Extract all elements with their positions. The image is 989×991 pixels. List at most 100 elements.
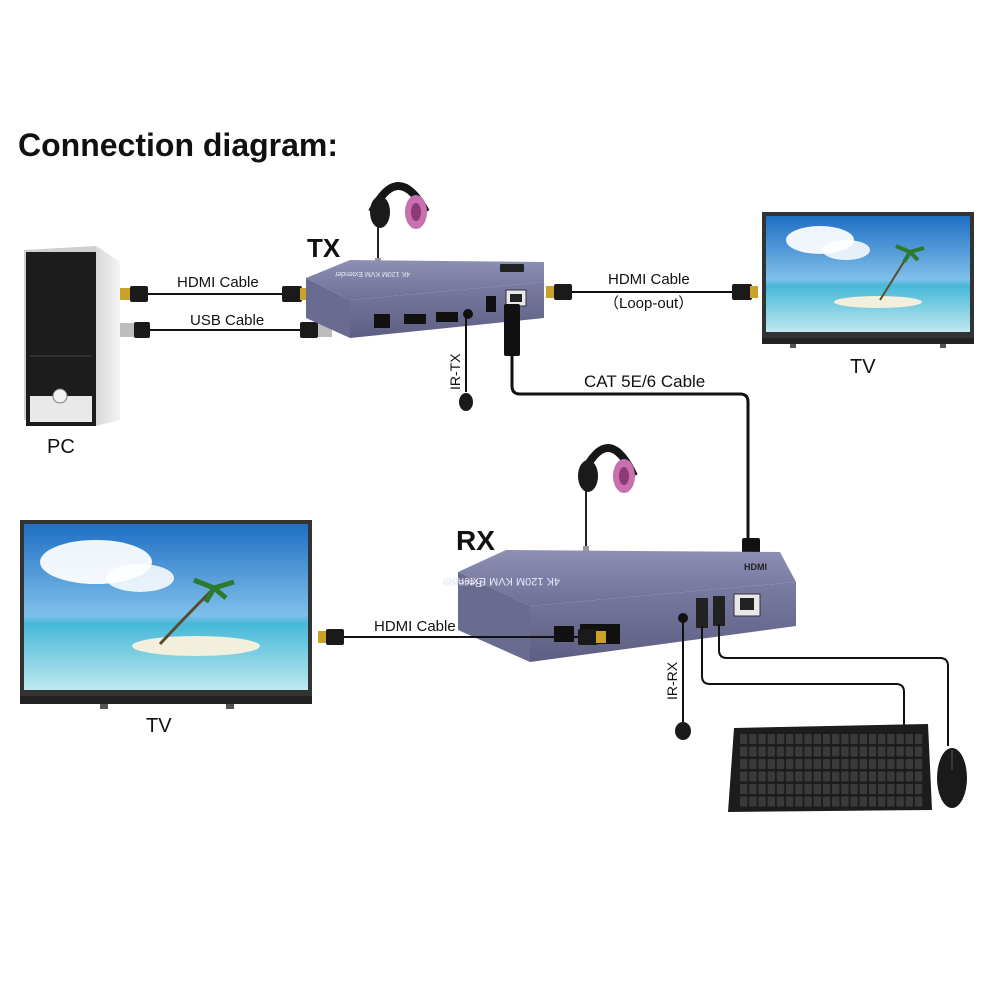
- keyboard-key: [878, 759, 885, 769]
- keyboard-key: [887, 772, 894, 782]
- keyboard-key: [906, 734, 913, 744]
- keyboard-key: [804, 734, 811, 744]
- keyboard-key: [749, 747, 756, 757]
- keyboard-key: [777, 734, 784, 744]
- keyboard-key: [887, 734, 894, 744]
- keyboard-key: [804, 747, 811, 757]
- keyboard-key: [896, 797, 903, 807]
- keyboard-key: [814, 784, 821, 794]
- keyboard-key: [869, 797, 876, 807]
- keyboard-key: [804, 797, 811, 807]
- keyboard-key: [740, 759, 747, 769]
- rx-box-side-text: Receiver: [442, 577, 482, 588]
- keyboard-key: [896, 784, 903, 794]
- keyboard-key: [768, 797, 775, 807]
- keyboard-key: [804, 772, 811, 782]
- rx-extender-box: 4K 120M KVM Extender Receiver HDMI: [442, 550, 796, 662]
- keyboard-key: [887, 759, 894, 769]
- keyboard-key: [777, 784, 784, 794]
- keyboard-key: [878, 797, 885, 807]
- keyboard-key: [869, 784, 876, 794]
- keyboard-key: [804, 784, 811, 794]
- keyboard-key: [832, 772, 839, 782]
- keyboard-key: [795, 747, 802, 757]
- keyboard-key: [814, 747, 821, 757]
- keyboard-key: [887, 797, 894, 807]
- keyboard-key: [869, 734, 876, 744]
- keyboard-key: [823, 747, 830, 757]
- keyboard-key: [814, 734, 821, 744]
- keyboard-key: [749, 772, 756, 782]
- keyboard-key: [887, 784, 894, 794]
- keyboard-key: [758, 797, 765, 807]
- keyboard-key: [795, 797, 802, 807]
- keyboard-key: [896, 759, 903, 769]
- hdmi-cable-rx-label: HDMI Cable: [374, 618, 456, 635]
- keyboard-key: [823, 772, 830, 782]
- keyboard-key: [795, 759, 802, 769]
- keyboard-key: [823, 759, 830, 769]
- keyboard-key: [832, 759, 839, 769]
- keyboard-key: [777, 772, 784, 782]
- keyboard-key: [860, 797, 867, 807]
- keyboard-key: [906, 759, 913, 769]
- keyboard-key: [915, 747, 922, 757]
- keyboard-key: [768, 734, 775, 744]
- keyboard-key: [740, 797, 747, 807]
- keyboard-key: [906, 772, 913, 782]
- keyboard-key: [915, 784, 922, 794]
- keyboard-key: [841, 747, 848, 757]
- keyboard-key: [850, 759, 857, 769]
- keyboard-key: [860, 772, 867, 782]
- keyboard-key: [841, 784, 848, 794]
- keyboard-key: [786, 734, 793, 744]
- keyboard-key: [906, 797, 913, 807]
- keyboard-key: [860, 759, 867, 769]
- pc-label: PC: [47, 436, 75, 458]
- pc-tower-icon: [24, 246, 120, 426]
- rx-headphones-icon: [578, 448, 635, 556]
- keyboard-key: [906, 747, 913, 757]
- keyboard-icon: [728, 724, 932, 812]
- keyboard-key: [823, 784, 830, 794]
- keyboard-key: [896, 734, 903, 744]
- keyboard-key: [878, 747, 885, 757]
- keyboard-key: [740, 784, 747, 794]
- keyboard-key: [768, 759, 775, 769]
- keyboard-key: [823, 797, 830, 807]
- keyboard-key: [915, 797, 922, 807]
- keyboard-key: [832, 734, 839, 744]
- keyboard-key: [786, 747, 793, 757]
- tx-headphones-icon: [370, 186, 427, 268]
- rx-label: RX: [456, 525, 495, 556]
- keyboard-key: [786, 797, 793, 807]
- keyboard-key: [869, 747, 876, 757]
- keyboard-key: [832, 784, 839, 794]
- keyboard-key: [832, 797, 839, 807]
- keyboard-key: [814, 772, 821, 782]
- ir-rx-label: IR-RX: [664, 661, 680, 700]
- keyboard-key: [758, 734, 765, 744]
- usb-cable-pc-label: USB Cable: [190, 312, 264, 329]
- keyboard-key: [832, 747, 839, 757]
- keyboard-key: [841, 759, 848, 769]
- keyboard-key: [823, 734, 830, 744]
- keyboard-key: [841, 772, 848, 782]
- keyboard-key: [915, 734, 922, 744]
- cat-cable-label: CAT 5E/6 Cable: [584, 372, 705, 391]
- keyboard-key: [749, 734, 756, 744]
- keyboard-key: [740, 747, 747, 757]
- keyboard-key: [758, 747, 765, 757]
- keyboard-key: [860, 784, 867, 794]
- tv-top-label: TV: [850, 356, 876, 378]
- keyboard-key: [758, 784, 765, 794]
- keyboard-key: [850, 734, 857, 744]
- keyboard-key: [749, 784, 756, 794]
- keyboard-key: [850, 747, 857, 757]
- diagram-title: Connection diagram:: [18, 127, 338, 163]
- keyboard-key: [878, 734, 885, 744]
- keyboard-key: [869, 772, 876, 782]
- hdmi-cable-pc-label: HDMI Cable: [177, 274, 259, 291]
- tv-top-right-icon: [762, 212, 974, 348]
